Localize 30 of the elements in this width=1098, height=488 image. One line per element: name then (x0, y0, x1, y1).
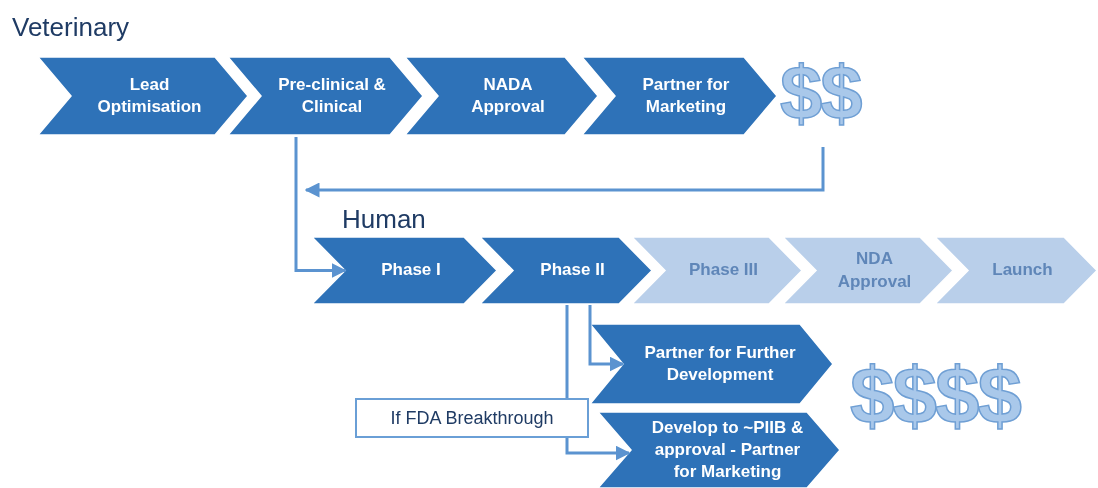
step-label: Partner for Further Development (643, 341, 797, 386)
step-label: Pre-clinical & Clinical (277, 73, 387, 118)
step-label: Phase III (688, 259, 759, 282)
connector-arrow (588, 305, 625, 372)
step-label: Phase I (380, 259, 442, 282)
step-label: NDA Approval (836, 248, 913, 293)
step-label: Lead Optimisation (96, 73, 203, 118)
edge-label: If FDA Breakthrough (355, 398, 589, 438)
connector-arrow (294, 137, 347, 278)
chevron-step (312, 237, 497, 304)
chevron-step (228, 57, 423, 135)
step-label: NADA Approval (470, 73, 546, 118)
connector-arrow (304, 147, 825, 198)
step-label: Phase II (539, 259, 606, 282)
step-label: Partner for Marketing (641, 73, 731, 118)
chevron-step (405, 57, 598, 135)
step-label: Develop to ~PIIB & approval - Partner for Marketing (650, 416, 805, 484)
money-symbols: $$ (780, 55, 861, 131)
chevron-step (480, 237, 652, 304)
chevron-step (582, 57, 777, 135)
chevron-step (590, 324, 833, 404)
faded-chevron-step (935, 237, 1097, 304)
section-heading: Human (342, 204, 426, 235)
step-label: Launch (991, 259, 1054, 282)
faded-chevron-step (632, 237, 802, 304)
chevron-step (38, 57, 248, 135)
section-heading: Veterinary (12, 12, 130, 43)
money-symbols: $$$$ (850, 356, 1020, 436)
faded-chevron-step (783, 237, 953, 304)
chevron-step (598, 412, 840, 488)
